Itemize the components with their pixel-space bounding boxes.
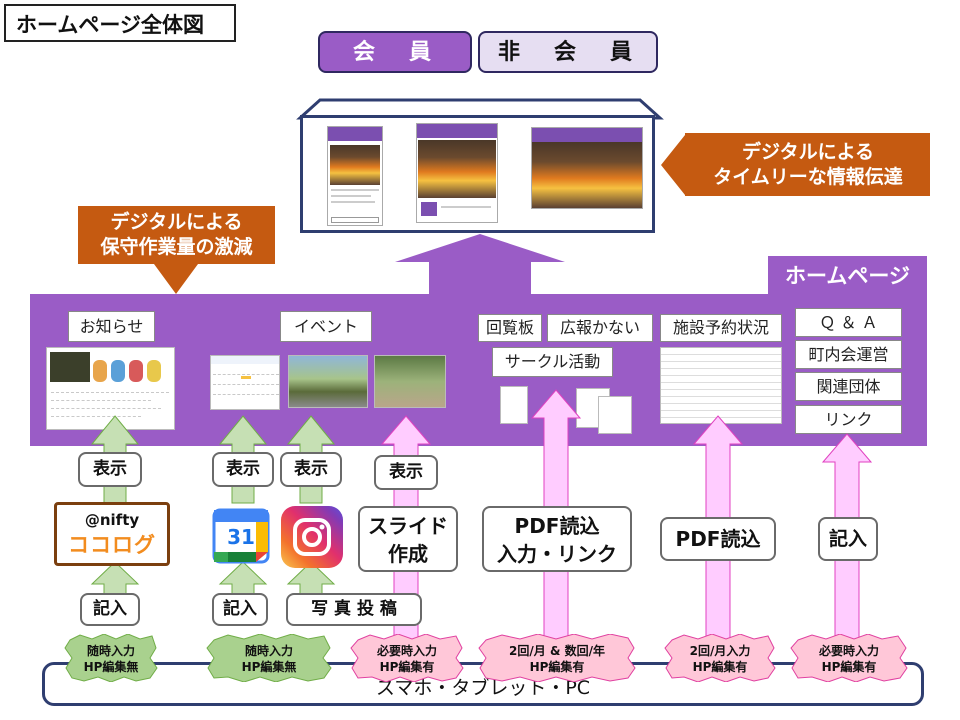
- pdf-link-line2: 入力・リンク: [497, 542, 617, 566]
- nifty-label: @nifty: [84, 511, 140, 529]
- display-label-calendar: 表示: [212, 452, 274, 487]
- entry-label-nifty: 記入: [80, 593, 140, 626]
- mobile-screenshot: [327, 126, 383, 226]
- entry-label-calendar: 記入: [212, 593, 268, 626]
- calendar-thumbnail: [210, 355, 280, 410]
- photo-post-box: 写 真 投 稿: [286, 593, 422, 626]
- zoom-connector: [296, 98, 664, 120]
- tablet-screenshot: [416, 123, 498, 223]
- badge-pdf-link-line2: HP編集有: [529, 660, 585, 674]
- section-pr[interactable]: 広報かない: [547, 314, 653, 342]
- instagram-icon: [281, 506, 343, 568]
- page-title: ホームページ全体図: [4, 4, 236, 42]
- callout-left-line2: 保守作業量の激減: [100, 236, 253, 258]
- badge-pdf-line1: 2回/月入力: [689, 644, 751, 658]
- tab-nonmember[interactable]: 非 会 員: [478, 31, 658, 73]
- maintenance-reduction-callout: デジタルによる 保守作業量の激減: [78, 210, 275, 260]
- display-label-slide: 表示: [374, 455, 438, 490]
- slide-line1: スライド: [368, 514, 448, 538]
- display-label-instagram: 表示: [280, 452, 342, 487]
- badge-slide-line2: HP編集有: [379, 660, 435, 674]
- badge-slide: 必要時入力 HP編集有: [350, 634, 464, 682]
- callout-left-line1: デジタルによる: [110, 211, 243, 233]
- badge-slide-line1: 必要時入力: [376, 644, 437, 658]
- tab-member[interactable]: 会 員: [318, 31, 472, 73]
- pdf-link-line1: PDF読込: [514, 514, 600, 538]
- event-photo-2: [374, 355, 446, 408]
- homepage-label: ホームページ: [768, 256, 927, 298]
- section-event[interactable]: イベント: [280, 311, 372, 342]
- pdf-link-box: PDF読込 入力・リンク: [482, 506, 632, 572]
- section-groups[interactable]: 関連団体: [795, 372, 902, 401]
- badge-pdf-link-line1: 2回/月 & 数回/年: [509, 644, 605, 658]
- homepage-preview: [300, 115, 655, 233]
- slide-line2: 作成: [388, 542, 428, 566]
- section-links[interactable]: リンク: [795, 405, 902, 434]
- badge-calendar-line2: HP編集無: [241, 660, 297, 674]
- display-label-nifty: 表示: [78, 452, 142, 487]
- badge-calendar: 随時入力 HP編集無: [206, 634, 332, 682]
- badge-nifty-line2: HP編集無: [83, 660, 139, 674]
- circle-doc-3: [598, 396, 632, 434]
- badge-calendar-line1: 随時入力: [244, 644, 293, 658]
- facility-table-1: [660, 347, 782, 424]
- badge-entry-line2: HP編集有: [821, 660, 877, 674]
- section-circular[interactable]: 回覧板: [478, 314, 542, 342]
- section-notice[interactable]: お知らせ: [68, 311, 155, 342]
- upload-arrow: [395, 234, 565, 295]
- badge-entry-line1: 必要時入力: [818, 644, 879, 658]
- callout-right-line2: タイムリーな情報伝達: [713, 166, 903, 188]
- badge-pdf-link: 2回/月 & 数回/年 HP編集有: [478, 634, 636, 682]
- event-photo-1: [288, 355, 368, 408]
- cocolog-label: ココログ: [68, 533, 156, 557]
- section-facility[interactable]: 施設予約状況: [660, 314, 782, 342]
- section-circle[interactable]: サークル活動: [492, 347, 613, 377]
- badge-pdf: 2回/月入力 HP編集有: [664, 634, 776, 682]
- section-qa[interactable]: Ｑ ＆ Ａ: [795, 308, 902, 337]
- google-calendar-icon: 31: [212, 508, 270, 564]
- nifty-cocolog-logo: @nifty ココログ: [54, 502, 170, 566]
- timely-info-arrow: [661, 133, 930, 196]
- badge-pdf-line2: HP編集有: [692, 660, 748, 674]
- timely-info-callout: デジタルによる タイムリーな情報伝達: [690, 140, 926, 192]
- maintenance-reduction-arrow: [78, 206, 275, 294]
- badge-nifty-line1: 随時入力: [86, 644, 135, 658]
- calendar-number: 31: [227, 525, 255, 549]
- pdf-box: PDF読込: [660, 517, 776, 561]
- slide-create-box: スライド 作成: [358, 506, 458, 572]
- pc-screenshot: [531, 127, 643, 209]
- notice-thumbnail: [46, 347, 175, 430]
- callout-right-line1: デジタルによる: [741, 141, 875, 163]
- section-management[interactable]: 町内会運営: [795, 340, 902, 369]
- badge-nifty: 随時入力 HP編集無: [64, 634, 158, 682]
- badge-entry: 必要時入力 HP編集有: [790, 634, 908, 682]
- entry-box-links: 記入: [818, 517, 878, 561]
- circle-doc-1: [500, 386, 528, 424]
